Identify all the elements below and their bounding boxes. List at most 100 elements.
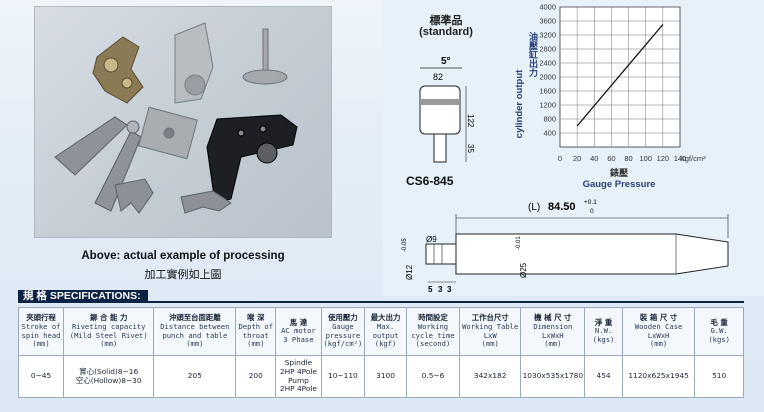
cell-value: 實心(Solid)8~16: [79, 366, 139, 376]
width-label: 82: [433, 72, 443, 82]
column-header-zh: 使用壓力: [328, 313, 358, 323]
column-header-en: throat: [242, 330, 269, 340]
specifications-heading: 規 格 SPECIFICATIONS:: [18, 290, 148, 303]
cell-value: 0~45: [30, 371, 52, 381]
column-header-en: AC motor: [281, 326, 316, 336]
x-tick-label: 140: [674, 154, 687, 163]
chart-series: [576, 24, 664, 127]
column-header-en: 3 Phase: [283, 334, 314, 344]
column-header-en: Working: [417, 321, 449, 331]
cell-value: 2HP 4Pole: [279, 366, 317, 376]
tip-dim-1: 5: [428, 285, 433, 294]
x-tick-label: 100: [639, 154, 652, 163]
stroke-tol-minus: 0: [590, 208, 594, 215]
y-axis-label-zh: 油壓缸出力: [527, 31, 539, 78]
cell-value: 510: [712, 371, 727, 381]
table-cell: 205: [153, 355, 237, 398]
column-header-zh: 最大出力: [370, 313, 401, 323]
column-header-en: Gauge: [332, 321, 354, 331]
column-header-en: pressure: [325, 330, 361, 340]
column-header-en: Distance between: [160, 321, 230, 331]
tip-dim-3: 3: [447, 285, 452, 294]
rod-dia-tol: -0.05: [402, 238, 408, 252]
processing-example-photo: [34, 6, 332, 238]
cell-value: 0.5~6: [421, 371, 445, 381]
column-header-zh: 毛 重: [710, 317, 728, 327]
cell-value: 3100: [376, 371, 395, 381]
column-header-en: Max.: [376, 321, 395, 331]
chart-grid: [559, 6, 681, 148]
cell-value: 1120x625x1945: [628, 371, 689, 381]
photo-caption-zh: 加工實例如上圖: [144, 269, 222, 281]
y-tick-label: 2400: [539, 59, 556, 68]
column-header-zh: 馬 達: [289, 317, 308, 327]
series-line: [576, 24, 664, 127]
column-header-en: N.W.: [594, 326, 613, 336]
column-header-en: Dimension: [533, 321, 573, 331]
standard-title-zh: 標準品: [429, 15, 463, 27]
cell-value: 2HP 4Pole: [279, 384, 317, 394]
column-header-en: (mm): [32, 339, 50, 349]
rod-dia-label: Ø9: [426, 235, 437, 244]
column-header-zh: 鉚 合 能 力: [90, 313, 128, 323]
column-header-zh: 工作台尺寸: [471, 313, 509, 323]
body-dia-tol: -0.01: [516, 236, 522, 250]
column-header-en: LxWxH: [541, 330, 564, 340]
x-tick-label: 60: [607, 154, 615, 163]
stroke-drawing: (L) 84.50 +0.1 0 Ø9 Ø12 -0.05 Ø25 -0.01 …: [402, 199, 729, 294]
column-header-en: LxW: [483, 330, 497, 340]
body-dia-label: Ø25: [519, 262, 528, 278]
table-cell: 510: [694, 355, 744, 398]
x-tick-label: 0: [558, 154, 562, 163]
column-header-en: (mm): [247, 339, 265, 349]
table-cell: 342x182: [459, 355, 522, 398]
table-cell: 1030x535x1780: [520, 355, 586, 398]
column-header-zh: 機 械 尺 寸: [534, 313, 572, 323]
photo-caption-en: Above: actual example of processing: [81, 250, 285, 262]
processed-parts-illustration: [54, 22, 298, 214]
y-tick-label: 3200: [539, 31, 556, 40]
y-tick-label: 400: [543, 129, 556, 138]
y-tick-label: 3600: [539, 17, 556, 26]
table-cell: 0~45: [17, 355, 65, 398]
y-tick-label: 1200: [539, 101, 556, 110]
column-header-en: (kgf): [374, 339, 397, 349]
x-tick-label: 40: [590, 154, 598, 163]
column-header-en: Riveting capacity: [71, 321, 146, 331]
column-header-zh: 淨 重: [594, 317, 613, 327]
column-header-en: (mm): [544, 339, 562, 349]
column-header-zh: 沖頭至台面距離: [168, 313, 221, 323]
y-tick-label: 2800: [539, 45, 556, 54]
x-axis-label-zh: 錶壓: [610, 167, 628, 179]
height-label: 122: [466, 114, 475, 128]
y-tick-label: 2000: [539, 73, 556, 82]
column-header-en: Wooden Case: [634, 321, 683, 331]
stroke-label: (L): [528, 202, 540, 213]
shaft-label: 35: [466, 144, 475, 153]
column-header-zh: 喉 深: [247, 313, 265, 323]
angle-label: 5°: [441, 56, 451, 67]
column-header-en: (mm): [649, 339, 668, 349]
y-tick-label: 4000: [539, 3, 556, 12]
x-tick-label: 120: [657, 154, 670, 163]
model-label: CS6-845: [406, 174, 454, 188]
y-tick-label: 800: [543, 115, 556, 124]
column-header-en: (kgf/cm²): [323, 339, 363, 349]
table-cell: 454: [584, 355, 623, 398]
rod-dia-prefix: Ø12: [405, 264, 414, 280]
